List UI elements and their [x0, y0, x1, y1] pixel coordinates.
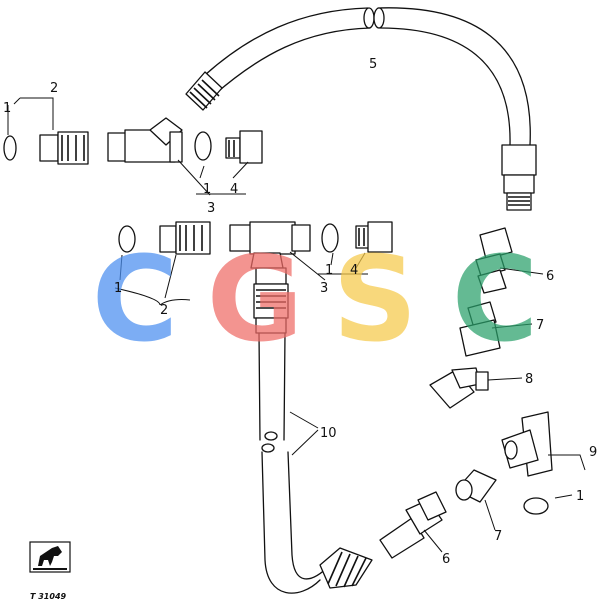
- callout-8-right: 8: [525, 372, 533, 387]
- middle-left-assembly: [114, 221, 393, 306]
- callout-7-bottom: 7: [494, 529, 502, 544]
- callout-5-upper-hose: 5: [369, 57, 377, 72]
- callout-1-right: 1: [576, 489, 584, 504]
- callout-6-bottom: 6: [442, 552, 450, 567]
- o-ring: [3, 135, 17, 161]
- right-fittings: [379, 227, 586, 559]
- figure-id: T 31049: [30, 592, 67, 601]
- top-left-assembly: [3, 97, 263, 196]
- callout-4-mid-center: 4: [350, 263, 358, 278]
- callout-4-top-mid: 4: [230, 182, 238, 197]
- callout-3-top-mid: 3: [207, 201, 215, 216]
- callout-1-top-mid: 1: [203, 182, 211, 197]
- callout-3-mid-center: 3: [320, 281, 328, 296]
- callout-7-right: 7: [536, 318, 544, 333]
- deer-icon: [38, 546, 62, 566]
- callout-2-mid-left: 2: [160, 303, 168, 318]
- watermark-letter-g-1: G: [207, 230, 304, 368]
- callout-1-top-left: 1: [3, 101, 11, 116]
- watermark-letter-s-2: S: [333, 230, 418, 368]
- callout-6-right: 6: [546, 269, 554, 284]
- callout-labels: 1 2 1 4 3 5 1 2 1 4 3 6 7 8 9 1 10 7 6: [3, 57, 597, 567]
- callout-1-mid-center: 1: [325, 263, 333, 278]
- deere-logo: [29, 541, 71, 573]
- upper-hose: [185, 7, 537, 211]
- callout-1-mid-left: 1: [114, 281, 122, 296]
- lower-hose: [253, 267, 373, 594]
- callout-2-top-left: 2: [50, 81, 58, 96]
- watermark-letter-c-0: C: [92, 230, 179, 368]
- callout-9-right: 9: [589, 445, 597, 460]
- callout-10-lower-hose: 10: [320, 426, 337, 441]
- watermark-letter-c-3: C: [452, 230, 539, 368]
